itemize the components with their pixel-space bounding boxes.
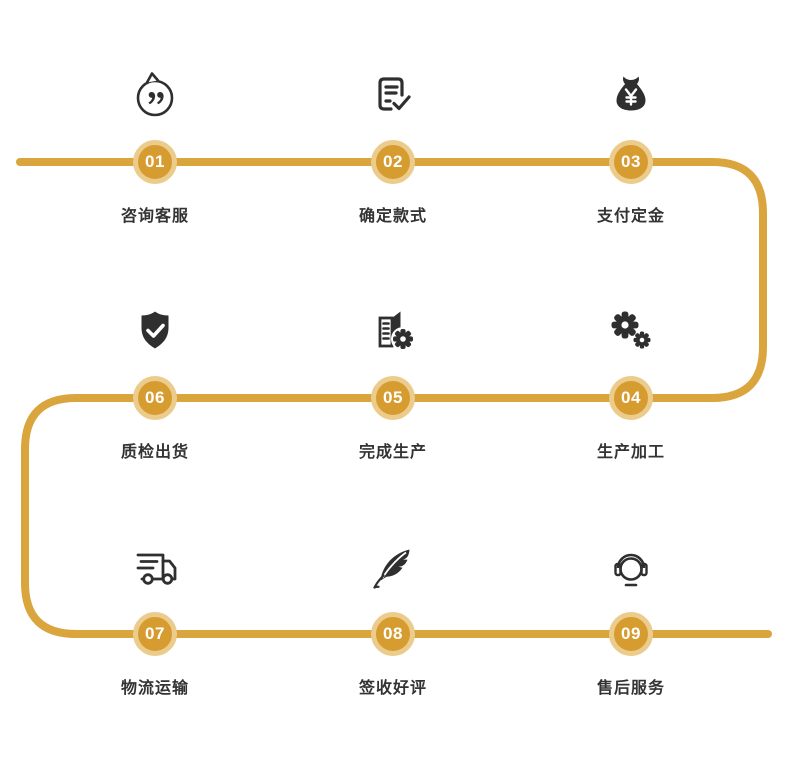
step-05-production-done: 05 完成生产	[313, 306, 473, 462]
delivery-truck-icon	[129, 542, 181, 594]
step-07-logistics: 07 物流运输	[75, 542, 235, 698]
gears-icon	[605, 306, 657, 358]
step-04-processing: 04 生产加工	[551, 306, 711, 462]
step-label: 生产加工	[596, 444, 665, 461]
step-label: 签收好评	[358, 680, 427, 697]
step-06-quality: 06 质检出货	[75, 306, 235, 462]
step-number-badge: 09	[609, 612, 653, 656]
chat-bubble-icon	[129, 70, 181, 122]
step-label: 支付定金	[596, 208, 665, 225]
step-label: 完成生产	[358, 444, 427, 461]
step-number: 03	[621, 152, 641, 171]
factory-gear-icon	[367, 306, 419, 358]
step-01-consult: 01 咨询客服	[75, 70, 235, 226]
step-number: 01	[145, 152, 165, 171]
step-label: 售后服务	[596, 680, 665, 697]
step-label: 物流运输	[120, 680, 189, 697]
step-02-style: 02 确定款式	[313, 70, 473, 226]
step-label: 质检出货	[120, 444, 189, 461]
headset-icon	[605, 542, 657, 594]
step-number: 09	[621, 624, 641, 643]
step-number: 04	[621, 388, 641, 407]
step-label: 确定款式	[358, 208, 427, 225]
shield-check-icon	[129, 306, 181, 358]
step-number-badge: 08	[371, 612, 415, 656]
step-number-badge: 03	[609, 140, 653, 184]
step-08-review: 08 签收好评	[313, 542, 473, 698]
step-number-badge: 05	[371, 376, 415, 420]
money-bag-icon	[605, 70, 657, 122]
step-number: 06	[145, 388, 165, 407]
step-number: 05	[383, 388, 403, 407]
quill-feather-icon	[367, 542, 419, 594]
step-number-badge: 01	[133, 140, 177, 184]
step-number-badge: 07	[133, 612, 177, 656]
step-number: 08	[383, 624, 403, 643]
step-03-deposit: 03 支付定金	[551, 70, 711, 226]
step-number-badge: 02	[371, 140, 415, 184]
step-number: 02	[383, 152, 403, 171]
step-number-badge: 06	[133, 376, 177, 420]
document-check-icon	[367, 70, 419, 122]
step-number: 07	[145, 624, 165, 643]
step-09-aftersales: 09 售后服务	[551, 542, 711, 698]
step-number-badge: 04	[609, 376, 653, 420]
step-label: 咨询客服	[120, 208, 189, 225]
